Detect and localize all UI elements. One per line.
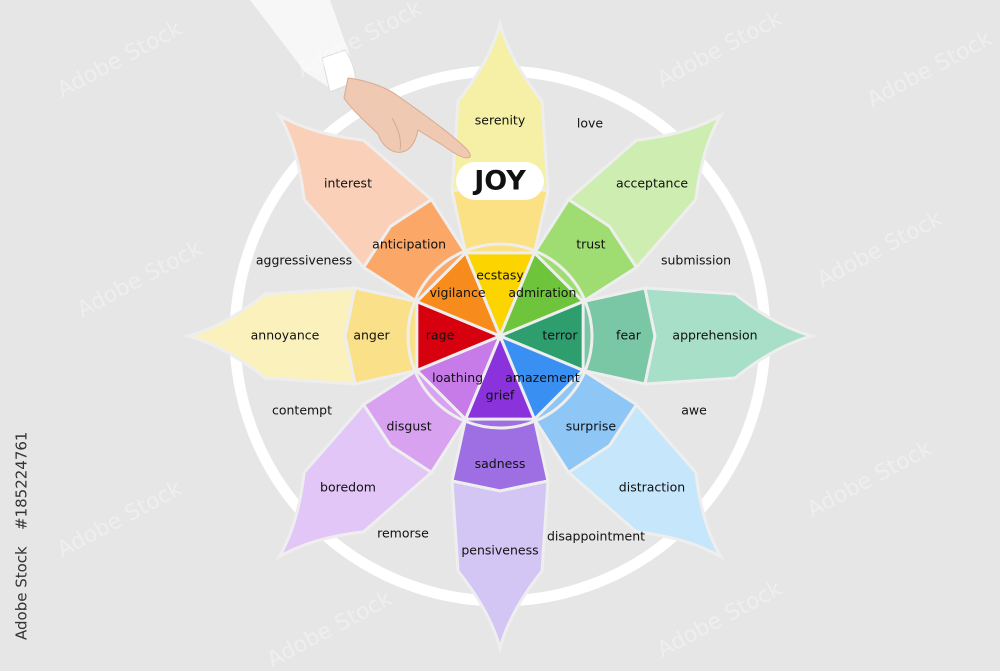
label-terror: terror: [542, 328, 578, 343]
watermark-8: Adobe Stock: [263, 586, 396, 667]
label-annoyance: annoyance: [251, 328, 320, 343]
label-apprehension: apprehension: [672, 328, 757, 343]
dyad-layer: love submission awe disappointment remorse co…: [256, 116, 731, 544]
dyad-remorse: remorse: [377, 526, 429, 541]
watermark-0: Adobe Stock: [53, 16, 186, 103]
label-disgust: disgust: [386, 418, 431, 433]
joy-title: JOY: [472, 166, 526, 197]
petal-outer-disgust: [275, 402, 434, 561]
inner-circle-divider: [406, 242, 594, 430]
label-ecstasy: ecstasy: [476, 268, 524, 283]
petal-outer-fear: [643, 286, 818, 386]
label-distraction: distraction: [619, 480, 685, 495]
label-fear: fear: [616, 328, 642, 343]
petal-outer-surprise: [566, 402, 725, 561]
label-admiration: admiration: [508, 285, 576, 300]
dyad-contempt: contempt: [272, 403, 332, 418]
watermark-2: Adobe Stock: [653, 6, 786, 93]
label-rage: rage: [426, 328, 455, 343]
label-acceptance: acceptance: [616, 176, 688, 191]
label-interest: interest: [324, 176, 372, 191]
watermark-9: Adobe Stock: [653, 576, 786, 663]
dyad-disappointment: disappointment: [547, 529, 645, 544]
label-trust: trust: [576, 237, 605, 252]
joy-badge: [456, 162, 544, 200]
label-pensiveness: pensiveness: [461, 543, 538, 558]
watermark-3: Adobe Stock: [863, 26, 996, 113]
dyad-aggressiveness: aggressiveness: [256, 253, 352, 268]
watermark-4: Adobe Stock: [73, 236, 206, 323]
dyad-awe: awe: [681, 403, 707, 418]
petal-outer-anticipation: [275, 111, 434, 270]
petal-outer-joy: [450, 18, 550, 193]
watermark-brand-side: Adobe Stock: [13, 546, 31, 640]
petal-outer-sadness: [450, 479, 550, 654]
dyad-love: love: [577, 116, 604, 131]
petal-outer-trust: [566, 111, 725, 270]
petal-outer-anger: [182, 286, 357, 386]
inner-dividers: [406, 242, 594, 430]
dyad-submission: submission: [661, 253, 731, 268]
label-anger: anger: [353, 328, 390, 343]
label-anticipation: anticipation: [372, 237, 446, 252]
watermark-7: Adobe Stock: [803, 436, 936, 523]
pointing-hand: [250, 0, 471, 159]
label-amazement: amazement: [505, 370, 580, 385]
petal-layer: [182, 18, 818, 654]
label-vigilance: vigilance: [430, 285, 486, 300]
label-layer: serenity ecstasy acceptance trust admiration…: [251, 113, 758, 558]
label-loathing: loathing: [432, 370, 483, 385]
watermark-id: #185224761: [13, 432, 31, 530]
watermark-5: Adobe Stock: [813, 206, 946, 293]
label-boredom: boredom: [320, 480, 376, 495]
label-sadness: sadness: [475, 456, 526, 471]
label-serenity: serenity: [475, 113, 526, 128]
watermark-6: Adobe Stock: [53, 476, 186, 563]
label-grief: grief: [486, 388, 515, 403]
label-surprise: surprise: [566, 418, 617, 433]
